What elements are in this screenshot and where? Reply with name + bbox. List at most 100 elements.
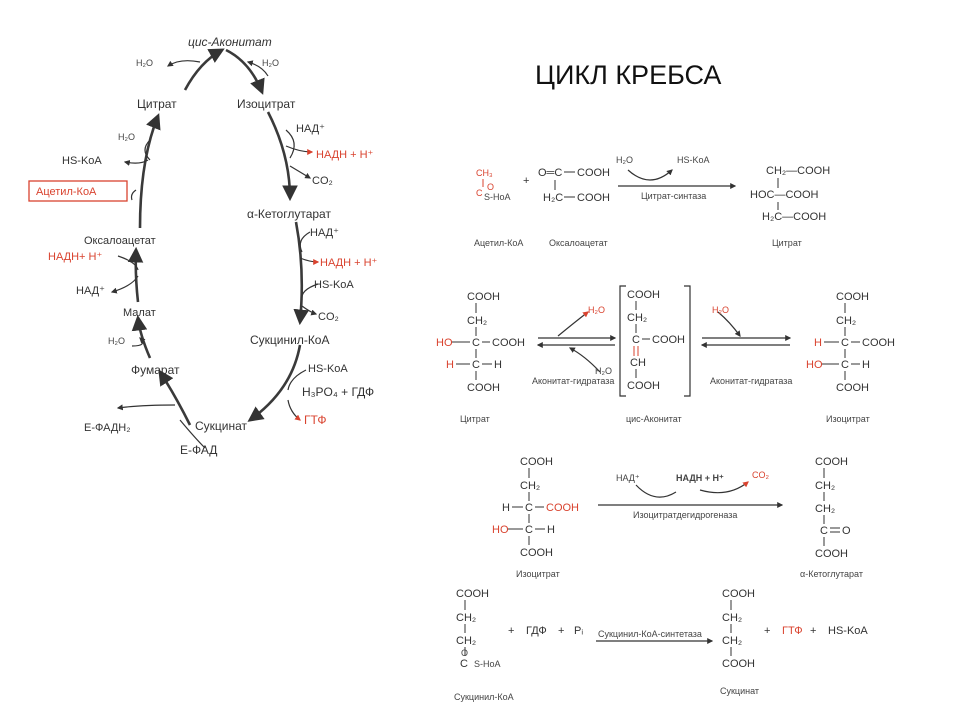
svg-text:+: + <box>810 625 816 637</box>
cycle-h3po4-gdp: H₃PO₄ + ГДФ <box>302 385 374 399</box>
svg-text:+: + <box>523 175 529 187</box>
svg-text:НАД⁺: НАД⁺ <box>616 473 640 483</box>
svg-text:COOH: COOH <box>520 547 553 559</box>
svg-text:COOH: COOH <box>627 289 660 301</box>
svg-text:CH₂: CH₂ <box>467 315 487 327</box>
svg-text:C: C <box>841 337 849 349</box>
cycle-h2o-left-top: H₂O <box>136 58 153 68</box>
svg-text:COOH: COOH <box>722 658 755 670</box>
cycle-gtp: ГТФ <box>304 413 327 427</box>
svg-text:+: + <box>558 625 564 637</box>
cycle-e-fadh2: Е-ФАДН₂ <box>84 422 131 434</box>
svg-text:CH₂: CH₂ <box>456 612 476 624</box>
svg-text:Аконитат-гидратаза: Аконитат-гидратаза <box>532 376 614 386</box>
cycle-oxaloacetate-label: Оксалоацетат <box>84 235 156 247</box>
svg-text:CH₂: CH₂ <box>722 635 742 647</box>
acetyl-koa-box <box>28 180 128 202</box>
cycle-nadh-1: НАДН + Н⁺ <box>316 149 374 161</box>
cycle-hs-koa-3: HS-KoA <box>308 363 348 375</box>
page-title: ЦИКЛ КРЕБСА <box>535 60 721 90</box>
svg-text:CH₂: CH₂ <box>627 312 647 324</box>
svg-text:H₂O: H₂O <box>616 155 633 165</box>
svg-text:COOH: COOH <box>652 334 685 346</box>
arrow-succinyl-to-succinate <box>247 344 302 422</box>
svg-text:COOH: COOH <box>456 588 489 600</box>
svg-text:O═C: O═C <box>538 167 562 179</box>
svg-text:ГТФ: ГТФ <box>782 625 803 637</box>
cycle-nad-2: НАД⁺ <box>310 227 339 239</box>
arrow-cis-to-isocitrate <box>225 48 265 95</box>
svg-text:НАДН + Н⁺: НАДН + Н⁺ <box>676 473 724 483</box>
svg-text:CH₂: CH₂ <box>815 480 835 492</box>
svg-text:ГДФ: ГДФ <box>526 625 547 637</box>
svg-text:COOH: COOH <box>836 382 869 394</box>
svg-text:Ацетил-КоА: Ацетил-КоА <box>474 238 523 248</box>
cycle-alpha-kg-label: α-Кетоглутарат <box>247 207 331 221</box>
svg-text:CH: CH <box>630 357 646 369</box>
reaction-succinyl-coa-synthetase: COOH CH₂ CH₂ C O S-HoA + ГДФ + Pᵢ Сукцин… <box>454 588 868 702</box>
svg-text:H₂O: H₂O <box>595 366 612 376</box>
svg-text:α-Кетоглутарат: α-Кетоглутарат <box>800 569 863 579</box>
svg-text:Изоцитрат: Изоцитрат <box>516 569 560 579</box>
arrow-akg-to-succinyl <box>293 221 309 326</box>
cycle-cis-aconitate-label: цис-Аконитат <box>188 35 272 49</box>
cycle-succinyl-koa-label: Сукцинил-КоА <box>250 333 330 347</box>
svg-text:COOH: COOH <box>815 456 848 468</box>
arrow-fumarate-to-malate <box>131 314 152 359</box>
svg-text:+: + <box>764 625 770 637</box>
svg-text:HO: HO <box>806 359 823 371</box>
arrow-succinate-to-fumarate <box>158 369 192 426</box>
arrow-citrate-to-cis <box>183 48 225 91</box>
svg-text:C: C <box>632 334 640 346</box>
cycle-h2o-right-top: H₂O <box>262 58 279 68</box>
svg-text:COOH: COOH <box>546 502 579 514</box>
svg-text:цис-Аконитат: цис-Аконитат <box>626 414 682 424</box>
svg-text:Цитрат: Цитрат <box>460 414 490 424</box>
svg-text:C: C <box>841 359 849 371</box>
svg-text:C: C <box>525 524 533 536</box>
svg-text:HO: HO <box>436 337 453 349</box>
svg-text:H₂C: H₂C <box>543 192 563 204</box>
svg-text:CH₂: CH₂ <box>836 315 856 327</box>
svg-text:HS-KoA: HS-KoA <box>828 625 868 637</box>
svg-text:O: O <box>487 182 494 192</box>
svg-text:COOH: COOH <box>577 192 610 204</box>
svg-text:H₂C—COOH: H₂C—COOH <box>762 211 826 223</box>
svg-text:COOH: COOH <box>627 380 660 392</box>
cycle-hs-koa-2: HS-KoA <box>314 279 354 291</box>
svg-text:Цитрат-синтаза: Цитрат-синтаза <box>641 191 706 201</box>
svg-text:O: O <box>842 525 851 537</box>
svg-text:H₂O: H₂O <box>712 305 729 315</box>
svg-text:Сукцинил-КоА-синтетаза: Сукцинил-КоА-синтетаза <box>598 629 702 639</box>
svg-text:COOH: COOH <box>815 548 848 560</box>
svg-text:CH₂: CH₂ <box>520 480 540 492</box>
svg-text:Pᵢ: Pᵢ <box>574 625 583 637</box>
svg-text:COOH: COOH <box>492 337 525 349</box>
svg-text:C: C <box>460 658 468 670</box>
svg-text:C: C <box>476 188 483 198</box>
cycle-co2-2: CO₂ <box>318 311 339 323</box>
svg-text:H: H <box>502 502 510 514</box>
cycle-malate-label: Малат <box>123 307 156 319</box>
svg-text:COOH: COOH <box>862 337 895 349</box>
svg-text:COOH: COOH <box>467 382 500 394</box>
svg-text:H₂O: H₂O <box>588 305 605 315</box>
arrow-malate-to-oxaloacetate <box>127 246 144 303</box>
arrow-oxaloacetate-to-citrate <box>138 113 161 229</box>
svg-text:CH₂—COOH: CH₂—COOH <box>766 165 830 177</box>
cycle-hs-koa-1: HS-KoA <box>62 155 102 167</box>
svg-text:HOC—COOH: HOC—COOH <box>750 189 819 201</box>
krebs-cycle-scheme: цис-Аконитат H₂O H₂O Цитрат Изоцитрат H₂… <box>28 35 378 457</box>
cycle-isocitrate-label: Изоцитрат <box>237 97 296 111</box>
svg-text:Изоцитратдегидрогеназа: Изоцитратдегидрогеназа <box>633 510 737 520</box>
svg-text:CH₂: CH₂ <box>815 503 835 515</box>
cycle-nad-oxalo: НАД⁺ <box>76 285 105 297</box>
svg-text:H: H <box>446 359 454 371</box>
cycle-acetyl-koa-label: Ацетил-КоА <box>36 186 97 198</box>
svg-text:+: + <box>508 625 514 637</box>
cycle-nadh-2: НАДН + Н⁺ <box>320 257 378 269</box>
arrow-isocitrate-to-akg <box>266 111 298 202</box>
reaction-isocitrate-dehydrogenase: COOH CH₂ H C COOH HO C H COOH НАД⁺ НАДН … <box>492 456 863 579</box>
cycle-h2o-malate: H₂O <box>108 336 125 346</box>
